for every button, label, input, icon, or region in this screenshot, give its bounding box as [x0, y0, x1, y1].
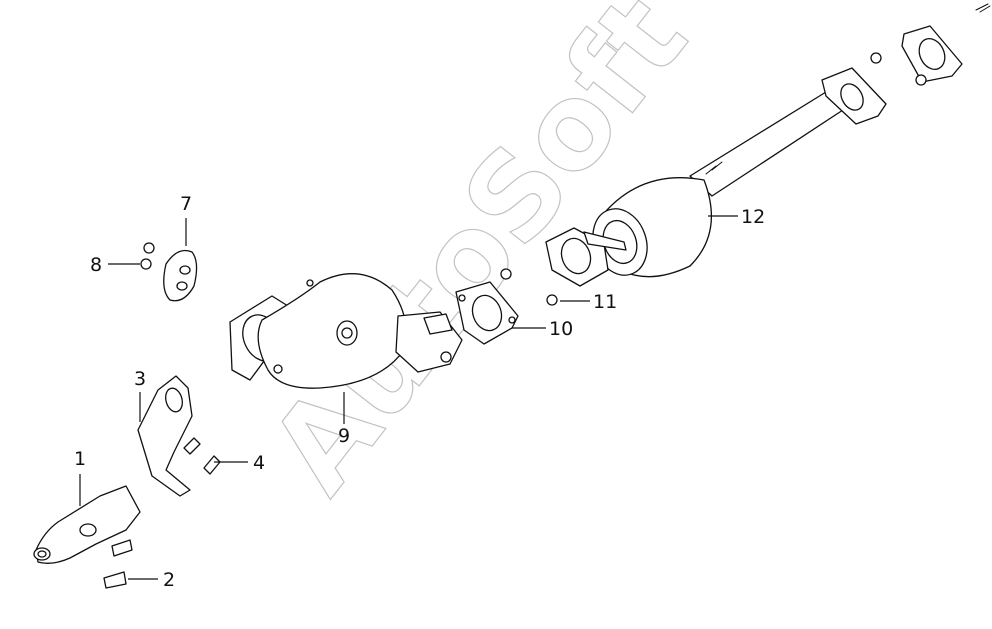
callout-3: 3 — [134, 368, 146, 390]
callout-2: 2 — [163, 569, 175, 591]
part-10-gasket[interactable] — [455, 281, 519, 345]
part-7-shield-plate[interactable] — [163, 249, 198, 302]
callout-1: 1 — [74, 448, 86, 470]
callout-8: 8 — [90, 254, 102, 276]
corner-mark-icon — [975, 3, 991, 13]
callout-4: 4 — [253, 452, 265, 474]
part-8-nuts[interactable] — [140, 242, 155, 270]
part-4-bolts[interactable] — [183, 437, 221, 475]
callout-11: 11 — [593, 291, 617, 313]
callout-10: 10 — [549, 318, 573, 340]
part-1-mount-bracket[interactable] — [33, 485, 141, 564]
rear-flange-gasket — [870, 25, 963, 86]
callout-leaders — [79, 215, 738, 580]
part-9-exhaust-manifold[interactable] — [229, 273, 463, 389]
part-2-bolts[interactable] — [103, 539, 133, 589]
callout-12: 12 — [741, 206, 765, 228]
part-11-flange-with-nuts[interactable] — [500, 227, 627, 306]
callout-9: 9 — [338, 425, 350, 447]
part-3-bracket[interactable] — [137, 375, 193, 497]
callout-7: 7 — [180, 193, 192, 215]
